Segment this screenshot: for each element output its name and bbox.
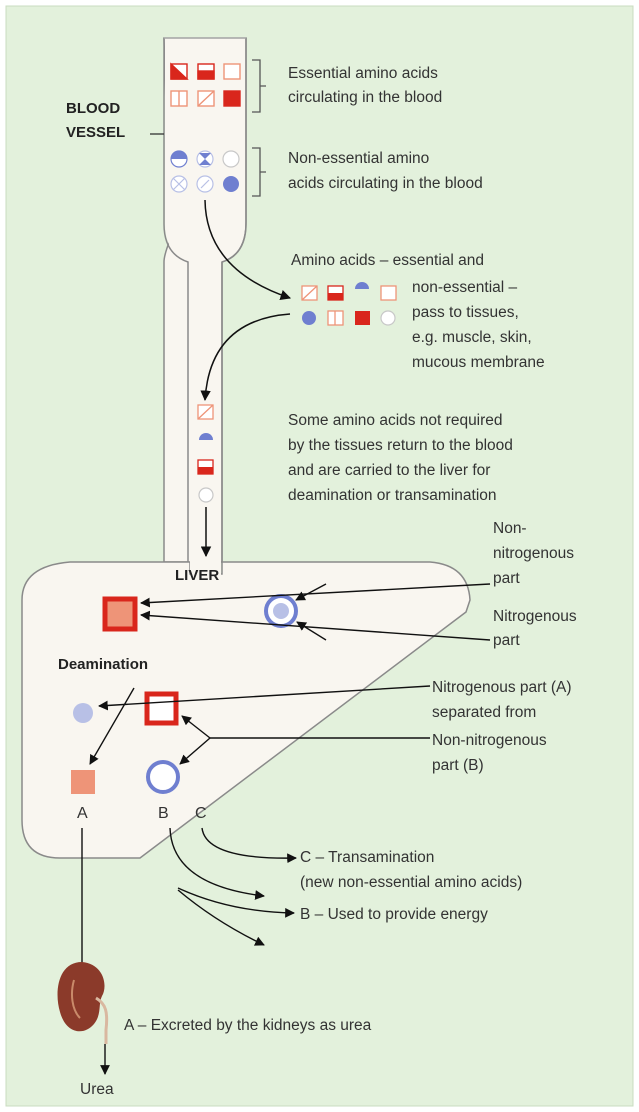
c-transamination-label-line1: C – Transamination	[300, 849, 434, 866]
nitro-a-label-line2: separated from	[432, 704, 536, 721]
essential-label-line2: circulating in the blood	[288, 89, 442, 106]
separated-square	[147, 694, 176, 723]
nonnitro-label-line2: nitrogenous	[493, 545, 574, 562]
essential-amino-acid-square-icon	[198, 460, 213, 474]
non-essential-amino-acid-circle-icon	[197, 176, 213, 192]
tissues-label-line2: non-essential –	[412, 279, 518, 296]
essential-amino-acid-square-icon	[224, 64, 240, 79]
nitro-label-line2: part	[493, 632, 520, 649]
non-essential-amino-acid-circle-icon	[223, 151, 239, 167]
non-nitrogenous-part-b-circle	[148, 762, 178, 792]
tissues-label-line4: e.g. muscle, skin,	[412, 329, 532, 346]
essential-label-line1: Essential amino acids	[288, 65, 438, 82]
non-essential-amino-acid-circle-icon	[381, 311, 395, 325]
non-essential-amino-acid-circle-icon	[171, 176, 187, 192]
nonnitro-label-line1: Non-	[493, 520, 527, 537]
essential-amino-acid-square-icon	[302, 286, 317, 300]
essential-amino-acid-square-icon	[198, 405, 213, 419]
nonnitro-b-label-line2: part (B)	[432, 757, 484, 774]
blood-vessel-label-line1: BLOOD	[66, 100, 120, 117]
liver-square-amino-acid	[105, 599, 135, 629]
non-essential-amino-acid-circle-icon	[302, 311, 316, 325]
return-label-line1: Some amino acids not required	[288, 412, 503, 429]
nonnitro-label-line3: part	[493, 570, 520, 587]
non-essential-amino-acid-circle-icon	[199, 488, 213, 502]
letter-c: C	[195, 805, 207, 822]
essential-amino-acid-square-icon	[381, 286, 396, 300]
return-label-line3: and are carried to the liver for	[288, 462, 490, 479]
letter-b: B	[158, 805, 169, 822]
essential-amino-acid-square-icon	[328, 286, 343, 300]
nitrogenous-part-a-square	[71, 770, 95, 794]
urea-label: Urea	[80, 1081, 114, 1098]
essential-amino-acid-square-icon	[198, 91, 214, 106]
deamination-label: Deamination	[58, 656, 148, 673]
liver-label: LIVER	[175, 567, 219, 584]
return-label-line4: deamination or transamination	[288, 487, 497, 504]
nonnitro-b-label-line1: Non-nitrogenous	[432, 732, 547, 749]
tissues-label-line1: Amino acids – essential and	[291, 252, 484, 269]
separated-nitrogenous-circle	[73, 703, 93, 723]
return-label-line2: by the tissues return to the blood	[288, 437, 513, 454]
blood-vessel-label-line2: VESSEL	[66, 124, 125, 141]
essential-amino-acid-square-icon	[355, 311, 370, 325]
letter-a: A	[77, 805, 88, 822]
b-energy-label: B – Used to provide energy	[300, 906, 488, 923]
non-essential-amino-acid-circle-icon	[171, 151, 187, 167]
nonessential-label-line1: Non-essential amino	[288, 150, 429, 167]
non-essential-amino-acid-circle-icon	[223, 176, 239, 192]
nitro-label-line1: Nitrogenous	[493, 608, 577, 625]
non-essential-amino-acid-circle-icon	[197, 151, 213, 167]
a-urea-label: A – Excreted by the kidneys as urea	[124, 1017, 372, 1034]
essential-amino-acid-square-icon	[171, 64, 187, 79]
nonessential-label-line2: acids circulating in the blood	[288, 175, 483, 192]
tissues-label-line5: mucous membrane	[412, 354, 545, 371]
essential-amino-acid-square-icon	[328, 311, 343, 325]
liver-circle-amino-acid	[266, 596, 296, 626]
nitro-a-label-line1: Nitrogenous part (A)	[432, 679, 572, 696]
essential-amino-acid-square-icon	[198, 64, 214, 79]
c-transamination-label-line2: (new non-essential amino acids)	[300, 874, 522, 891]
essential-amino-acid-square-icon	[224, 91, 240, 106]
essential-amino-acid-square-icon	[171, 91, 187, 106]
tissues-label-line3: pass to tissues,	[412, 304, 519, 321]
